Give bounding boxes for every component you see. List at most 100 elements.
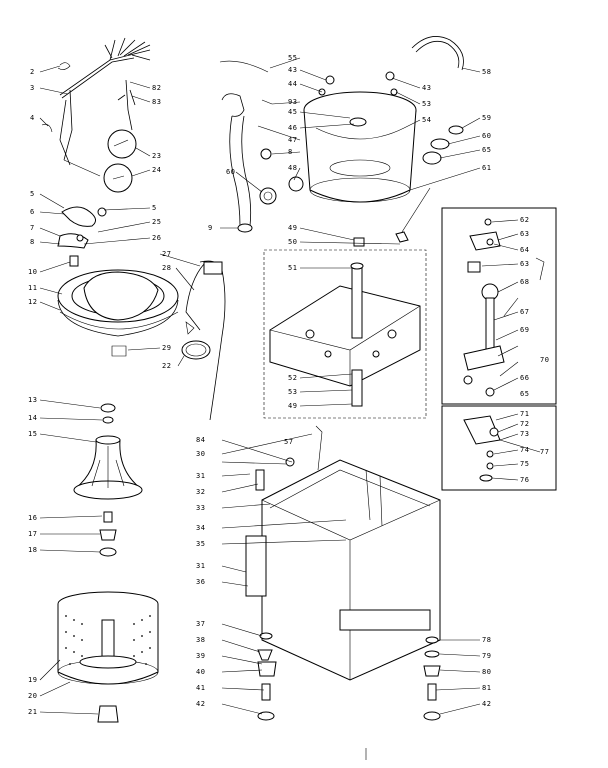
tub-hose: [395, 36, 464, 243]
callout-33: 33: [196, 504, 205, 512]
callout-73: 73: [520, 430, 529, 438]
callout-57: 57: [284, 438, 293, 446]
callout-60b: 60: [482, 132, 491, 140]
callout-63: 63: [520, 230, 529, 238]
tub-cover: [57, 269, 179, 357]
callout-16: 16: [28, 514, 37, 522]
wiring-harness: [41, 37, 151, 193]
callout-9: 9: [208, 224, 213, 232]
callout-19: 19: [28, 676, 37, 684]
callout-82: 82: [152, 84, 161, 92]
callout-78: 78: [482, 636, 491, 644]
callout-43b: 43: [422, 84, 431, 92]
callout-67: 67: [520, 308, 529, 316]
callout-28: 28: [162, 264, 171, 272]
lid-switch-inset: [441, 207, 557, 405]
transmission-base: [263, 237, 427, 419]
callout-34: 34: [196, 524, 205, 532]
callout-6: 6: [30, 208, 35, 216]
callout-68: 68: [520, 278, 529, 286]
leveling-legs: [257, 632, 441, 760]
callout-48: 48: [288, 164, 297, 172]
callout-17: 17: [28, 530, 37, 538]
callout-18: 18: [28, 546, 37, 554]
callout-8: 8: [30, 238, 35, 246]
callout-74: 74: [520, 446, 529, 454]
callout-4: 4: [30, 114, 35, 122]
spin-basket: [57, 591, 159, 723]
callout-31b: 31: [196, 562, 205, 570]
callout-65: 65: [482, 146, 491, 154]
power-cord: [181, 260, 226, 421]
agitator: [73, 403, 143, 557]
callout-labels: 2 3 4 23 24 82 83 5 5 6 7 8 25 26 27 28 …: [28, 54, 549, 716]
callout-59: 59: [482, 114, 491, 122]
callout-75: 75: [520, 460, 529, 468]
callout-51: 51: [288, 264, 297, 272]
callout-65b: 65: [520, 390, 529, 398]
callout-42: 42: [196, 700, 205, 708]
callout-3: 3: [30, 84, 35, 92]
callout-53b: 53: [422, 100, 431, 108]
callout-29: 29: [162, 344, 171, 352]
callout-7: 7: [30, 224, 35, 232]
callout-47: 47: [288, 136, 297, 144]
callout-5b: 5: [152, 204, 157, 212]
callout-14: 14: [28, 414, 37, 422]
callout-63b: 63: [520, 260, 529, 268]
callout-58: 58: [482, 68, 491, 76]
callout-83: 83: [152, 98, 161, 106]
callout-41: 41: [196, 684, 205, 692]
callout-62: 62: [520, 216, 529, 224]
callout-10: 10: [28, 268, 37, 276]
callout-15: 15: [28, 430, 37, 438]
callout-12: 12: [28, 298, 37, 306]
callout-53: 53: [288, 388, 297, 396]
callout-46: 46: [288, 124, 297, 132]
callout-49b: 49: [288, 402, 297, 410]
callout-70: 70: [540, 356, 549, 364]
callout-40: 40: [196, 668, 205, 676]
callout-61: 61: [482, 164, 491, 172]
callout-93: 93: [288, 98, 297, 106]
callout-30: 30: [196, 450, 205, 458]
callout-35: 35: [196, 540, 205, 548]
callout-37: 37: [196, 620, 205, 628]
callout-22: 22: [162, 362, 171, 370]
callout-50: 50: [288, 238, 297, 246]
callout-79: 79: [482, 652, 491, 660]
pump-hoses: [57, 206, 107, 267]
callout-38: 38: [196, 636, 205, 644]
callout-32: 32: [196, 488, 205, 496]
callout-2: 2: [30, 68, 35, 76]
callout-55: 55: [288, 54, 297, 62]
callout-11: 11: [28, 284, 37, 292]
callout-77: 77: [540, 448, 549, 456]
callout-31: 31: [196, 472, 205, 480]
callout-5: 5: [30, 190, 35, 198]
callout-64: 64: [520, 246, 529, 254]
callout-84: 84: [196, 436, 205, 444]
callout-21: 21: [28, 708, 37, 716]
outer-tub: [303, 71, 417, 203]
callout-8-tub: 8: [288, 148, 293, 156]
timer-switch-inset: [441, 405, 557, 491]
callout-20: 20: [28, 692, 37, 700]
callout-45: 45: [288, 108, 297, 116]
callout-13: 13: [28, 396, 37, 404]
cabinet: [245, 425, 441, 681]
callout-24: 24: [152, 166, 161, 174]
callout-39: 39: [196, 652, 205, 660]
callout-26: 26: [152, 234, 161, 242]
callout-43: 43: [288, 66, 297, 74]
callout-49: 49: [288, 224, 297, 232]
callout-80: 80: [482, 668, 491, 676]
callout-52: 52: [288, 374, 297, 382]
callout-76: 76: [520, 476, 529, 484]
callout-54: 54: [422, 116, 431, 124]
callout-36: 36: [196, 578, 205, 586]
callout-23: 23: [152, 152, 161, 160]
callout-25: 25: [152, 218, 161, 226]
leader-lines: [39, 57, 541, 715]
